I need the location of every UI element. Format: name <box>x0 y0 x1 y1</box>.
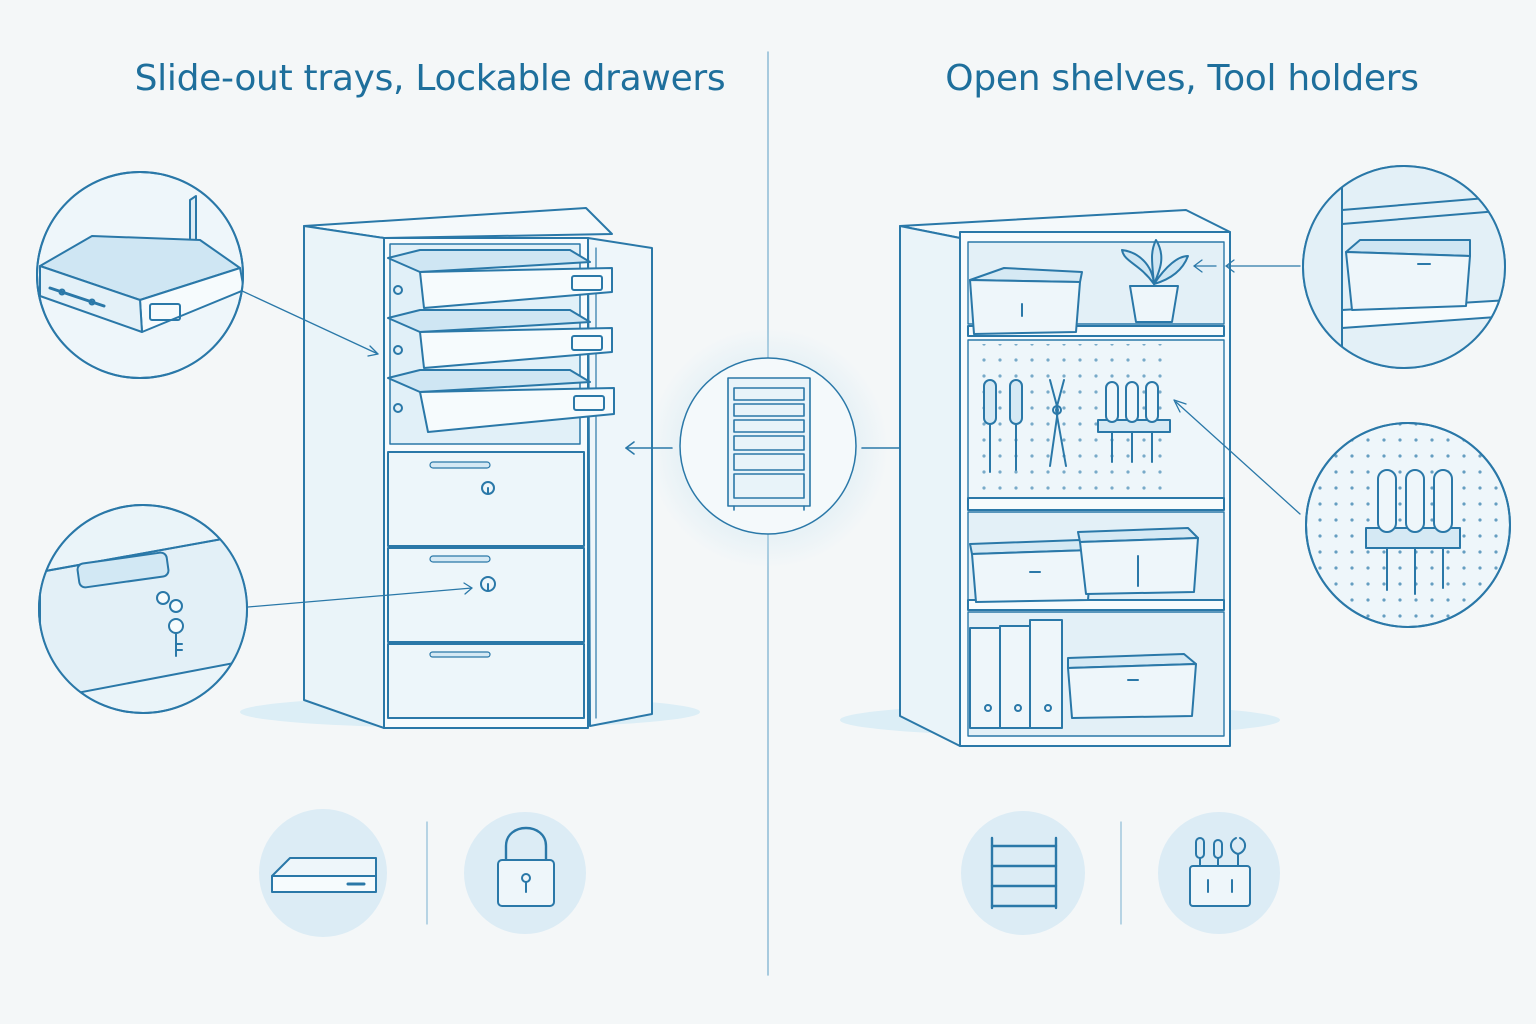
screwdriver-1 <box>983 379 997 473</box>
right-shelf-unit <box>840 209 1280 747</box>
drawer-3 <box>387 643 585 719</box>
leader-tools <box>1175 401 1301 515</box>
heading-right: Open shelves, Tool holders <box>945 58 1419 99</box>
detail-circle-bin <box>1302 165 1506 369</box>
shelf-unit-icon <box>961 811 1085 935</box>
center-cabinet-badge <box>648 328 888 568</box>
detail-circle-tools <box>1305 422 1511 628</box>
detail-circle-tray <box>36 171 244 379</box>
arrow-left <box>625 441 673 455</box>
storage-bin-4 <box>1067 653 1197 719</box>
tray-icon <box>259 809 387 937</box>
tool-rack <box>1097 381 1171 463</box>
slide-out-tray-2 <box>387 309 613 369</box>
screwdriver-2 <box>1009 379 1023 471</box>
heading-left: Slide-out trays, Lockable drawers <box>134 58 726 99</box>
plant <box>1121 239 1189 323</box>
detail-circle-lock <box>38 504 248 714</box>
left-cabinet <box>240 207 700 729</box>
lockable-drawer-2 <box>387 547 585 643</box>
storage-bin-1 <box>969 267 1083 335</box>
leader-tray <box>239 289 379 355</box>
binders <box>969 619 1063 729</box>
padlock-icon <box>464 812 586 934</box>
leader-lock <box>247 587 473 608</box>
tool-holder-icon <box>1158 812 1280 934</box>
lockable-drawer-1 <box>387 451 585 547</box>
storage-bin-3 <box>1077 527 1199 595</box>
slide-out-tray-3 <box>387 369 615 433</box>
storage-bin-2 <box>969 539 1093 603</box>
slide-out-tray-1 <box>387 249 613 309</box>
drawer-cabinet-icon <box>727 377 811 511</box>
pliers <box>1049 379 1067 467</box>
